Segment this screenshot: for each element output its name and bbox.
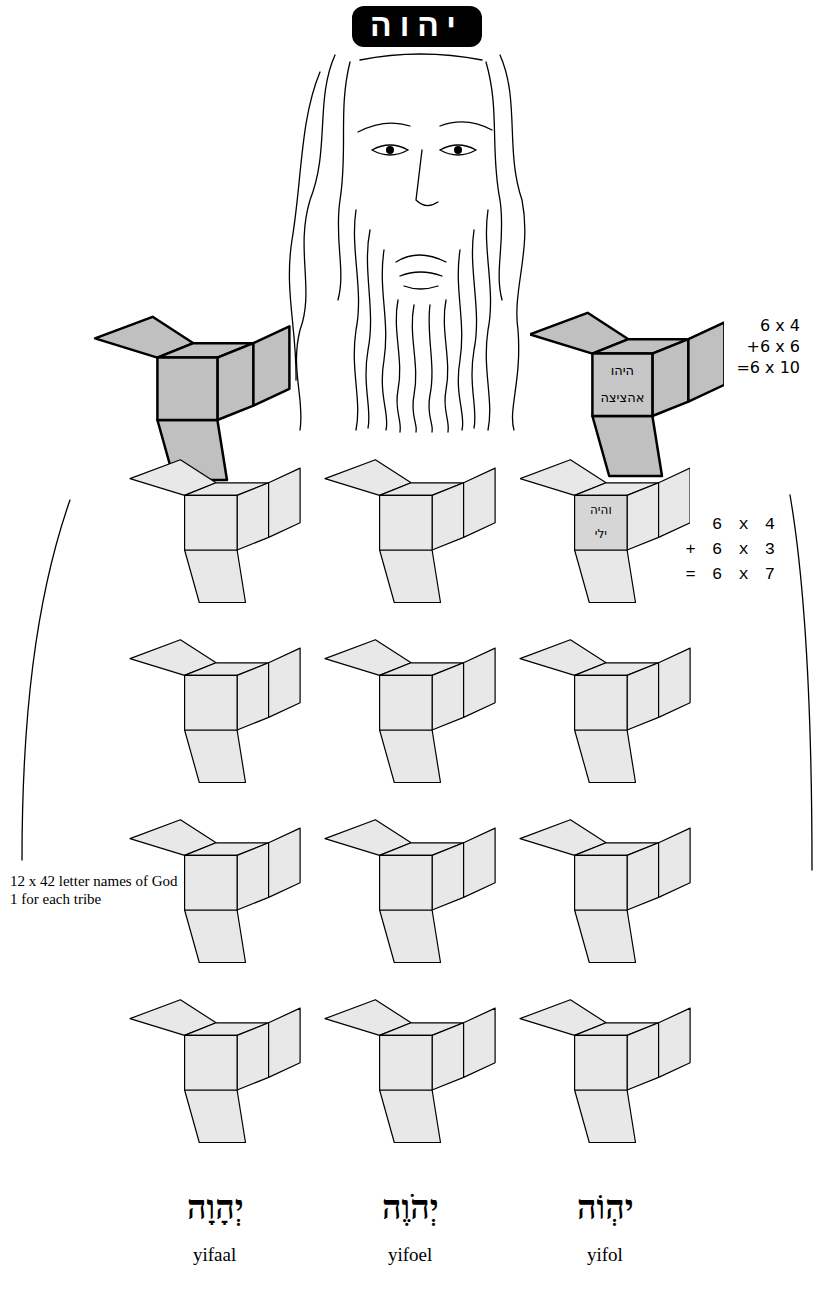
hebrew-letters: היהו <box>611 364 634 378</box>
stone-face-text: והיה ילי <box>578 499 625 546</box>
shoulder-stone <box>95 317 289 480</box>
equation-line: = 6 x 7 <box>686 565 775 585</box>
equation-line: 6 x 4 <box>712 515 775 535</box>
equation-line: +6 x 6 <box>747 337 800 356</box>
hebrew-letters: ילי <box>595 528 607 541</box>
hebrew-letters: אהציצה <box>600 391 644 405</box>
divine-name: יהוה <box>370 7 464 44</box>
shoulder-stone: היהו אהציצה <box>530 296 724 478</box>
eye-pupil <box>386 146 394 154</box>
pointed-name: יְהָוָה <box>187 1188 244 1229</box>
stone-outline <box>530 296 724 478</box>
breastplate-stones <box>130 460 690 1143</box>
hair-and-face <box>22 54 812 870</box>
stone-face-text: היהו אהציצה <box>595 358 649 412</box>
pointed-name: יהְוֹה <box>577 1188 634 1229</box>
eye-pupil <box>454 146 462 154</box>
pointed-name: יְהֹוֶה <box>382 1188 439 1229</box>
stone-outline <box>520 445 690 605</box>
equation-line: 6 x 4 <box>760 316 800 335</box>
transliteration: yifoel <box>388 1244 432 1267</box>
hebrew-letters: והיה <box>590 504 612 517</box>
breastplate-stone: והיה ילי <box>520 445 690 605</box>
equation-line: =6 x 10 <box>736 358 800 377</box>
transliteration: yifaal <box>193 1244 236 1267</box>
transliteration: yifol <box>587 1244 623 1267</box>
note-text: 12 x 42 letter names of God 1 for each t… <box>10 872 180 908</box>
equation-line: + 6 x 3 <box>686 540 775 560</box>
name-badge: יהוה <box>352 6 482 47</box>
